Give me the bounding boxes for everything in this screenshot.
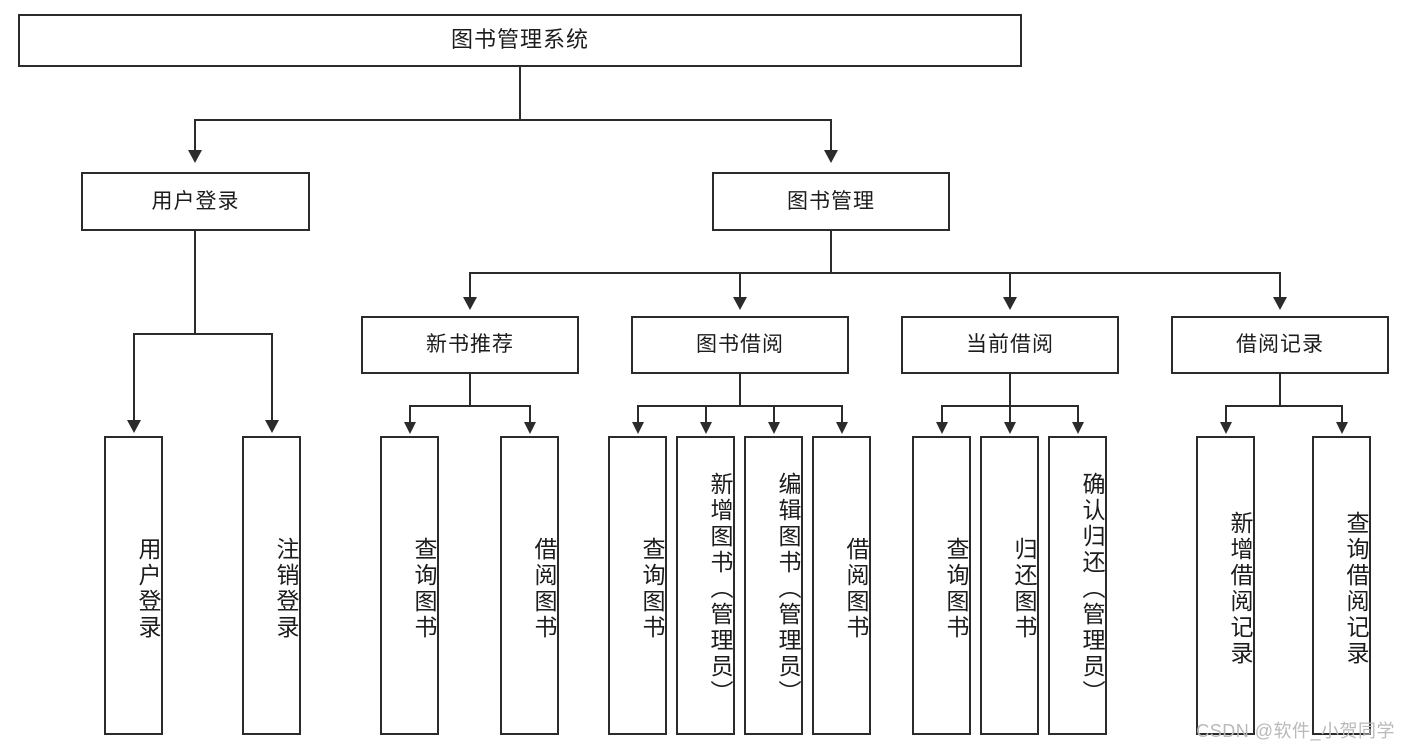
arrow-records-leaf-1: [1220, 422, 1232, 434]
node-label: 注销登录: [273, 536, 299, 641]
connector-book-mgmt-branch-1: [469, 272, 471, 300]
leaf-records-query[interactable]: 查询借阅记录: [1312, 436, 1371, 735]
connector-user-login-branch-2: [271, 333, 273, 423]
leaf-borrow-borrow-book[interactable]: 借阅图书: [812, 436, 871, 735]
node-label: 查询图书: [943, 536, 969, 641]
connector-root-bus: [194, 119, 831, 121]
connector-new-book-stem: [469, 374, 471, 405]
arrow-current-borrow-leaf-3: [1072, 422, 1084, 434]
node-new-book-recommend[interactable]: 新书推荐: [361, 316, 579, 374]
leaf-current-query-book[interactable]: 查询图书: [912, 436, 971, 735]
connector-book-mgmt-stem: [830, 231, 832, 272]
leaf-borrow-query-book[interactable]: 查询图书: [608, 436, 667, 735]
arrow-book-borrow-leaf-1: [632, 422, 644, 434]
node-label: 新增借阅记录: [1227, 510, 1253, 667]
leaf-current-return-book[interactable]: 归还图书: [980, 436, 1039, 735]
node-label: 借阅图书: [531, 536, 557, 641]
connector-new-book-branch-2: [529, 405, 531, 425]
connector-book-borrow-stem: [739, 374, 741, 405]
connector-root-stem: [519, 67, 521, 119]
arrow-user-login-leaf-1: [127, 420, 141, 433]
arrow-book-mgmt-child-3: [1003, 297, 1017, 310]
connector-book-mgmt-branch-4: [1279, 272, 1281, 300]
arrow-book-borrow-leaf-2: [700, 422, 712, 434]
node-label: 用户登录: [135, 536, 161, 641]
node-root-system[interactable]: 图书管理系统: [18, 14, 1022, 67]
node-label: 图书管理系统: [450, 27, 589, 53]
leaf-new-book-query[interactable]: 查询图书: [380, 436, 439, 735]
connector-book-mgmt-branch-2: [739, 272, 741, 300]
connector-current-borrow-branch-2: [1009, 405, 1011, 425]
connector-user-login-branch-1: [133, 333, 135, 423]
arrow-book-mgmt-child-4: [1273, 297, 1287, 310]
leaf-new-book-borrow[interactable]: 借阅图书: [500, 436, 559, 735]
leaf-borrow-add-book[interactable]: 新增图书（管理员）: [676, 436, 735, 735]
node-label: 图书管理: [787, 189, 875, 213]
connector-book-borrow-bus: [637, 405, 843, 407]
node-book-management[interactable]: 图书管理: [712, 172, 950, 231]
connector-book-borrow-branch-3: [773, 405, 775, 425]
connector-records-stem: [1279, 374, 1281, 405]
arrow-root-to-book-mgmt: [824, 150, 838, 163]
connector-current-borrow-branch-3: [1077, 405, 1079, 425]
connector-current-borrow-branch-1: [941, 405, 943, 425]
connector-new-book-branch-1: [409, 405, 411, 425]
connector-book-mgmt-branch-3: [1009, 272, 1011, 300]
leaf-current-confirm-return[interactable]: 确认归还（管理员）: [1048, 436, 1107, 735]
connector-user-login-bus: [133, 333, 273, 335]
connector-new-book-bus: [409, 405, 530, 407]
connector-root-to-user-login: [194, 119, 196, 153]
arrow-root-to-user-login: [188, 150, 202, 163]
leaf-records-add[interactable]: 新增借阅记录: [1196, 436, 1255, 735]
connector-records-branch-1: [1225, 405, 1227, 425]
connector-root-to-book-mgmt: [830, 119, 832, 153]
node-label: 图书借阅: [696, 333, 784, 357]
arrow-current-borrow-leaf-1: [936, 422, 948, 434]
node-label: 借阅记录: [1236, 333, 1324, 357]
node-book-borrow[interactable]: 图书借阅: [631, 316, 849, 374]
node-label: 查询借阅记录: [1343, 510, 1369, 667]
arrow-book-mgmt-child-1: [463, 297, 477, 310]
connector-book-mgmt-bus: [469, 272, 1281, 274]
connector-records-bus: [1225, 405, 1342, 407]
arrow-new-book-leaf-1: [404, 422, 416, 434]
arrow-new-book-leaf-2: [524, 422, 536, 434]
connector-user-login-stem: [194, 231, 196, 333]
arrow-records-leaf-2: [1336, 422, 1348, 434]
node-label: 用户登录: [151, 189, 240, 213]
node-label: 新书推荐: [426, 333, 514, 357]
connector-current-borrow-stem: [1009, 374, 1011, 405]
connector-records-branch-2: [1341, 405, 1343, 425]
node-label: 新增图书（管理员）: [707, 471, 733, 706]
node-label: 查询图书: [639, 536, 665, 641]
node-label: 确认归还（管理员）: [1079, 471, 1105, 706]
connector-book-borrow-branch-2: [705, 405, 707, 425]
leaf-user-login[interactable]: 用户登录: [104, 436, 163, 735]
node-label: 查询图书: [411, 536, 437, 641]
connector-book-borrow-branch-1: [637, 405, 639, 425]
arrow-book-borrow-leaf-4: [836, 422, 848, 434]
node-label: 编辑图书（管理员）: [775, 471, 801, 706]
node-label: 当前借阅: [966, 333, 1054, 357]
leaf-borrow-edit-book[interactable]: 编辑图书（管理员）: [744, 436, 803, 735]
node-label: 借阅图书: [843, 536, 869, 641]
arrow-book-borrow-leaf-3: [768, 422, 780, 434]
node-borrow-records[interactable]: 借阅记录: [1171, 316, 1389, 374]
leaf-logout[interactable]: 注销登录: [242, 436, 301, 735]
arrow-current-borrow-leaf-2: [1004, 422, 1016, 434]
arrow-user-login-leaf-2: [265, 420, 279, 433]
connector-book-borrow-branch-4: [841, 405, 843, 425]
node-label: 归还图书: [1011, 536, 1037, 641]
arrow-book-mgmt-child-2: [733, 297, 747, 310]
node-user-login[interactable]: 用户登录: [81, 172, 310, 231]
node-current-borrow[interactable]: 当前借阅: [901, 316, 1119, 374]
